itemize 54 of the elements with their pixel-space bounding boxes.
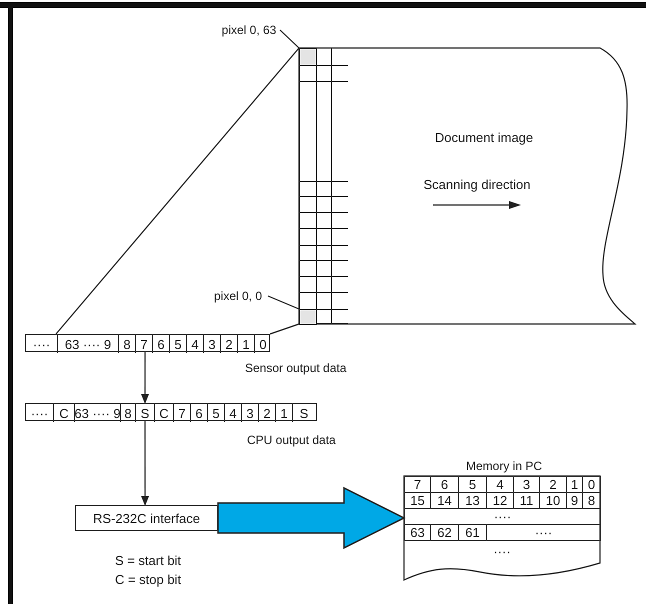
projection-line <box>270 323 300 335</box>
pixel-cell <box>299 309 317 325</box>
block-arrow <box>217 486 406 550</box>
bit-cell: 5 <box>207 404 224 422</box>
table-heading: Memory in PC <box>464 458 543 474</box>
data-register <box>25 334 270 352</box>
bit-cell: C <box>154 404 173 422</box>
bit-cell: 6 <box>190 404 207 422</box>
bit-cell: 6 <box>152 335 169 353</box>
direction-label: Scanning direction <box>422 176 532 192</box>
bit-cell: ···· <box>26 404 53 422</box>
bit-cell: ···· <box>26 335 57 353</box>
bit-cell: 7 <box>173 404 190 422</box>
memory-cell: 0 <box>582 476 601 493</box>
arrow <box>141 421 150 506</box>
bit-cell: 8 <box>118 335 135 353</box>
document-sheet <box>299 48 636 324</box>
memory-cell: ···· <box>486 524 601 541</box>
bit-cell: 2 <box>220 335 237 353</box>
legend-note: C = stop bit <box>114 571 182 587</box>
pixel-label: pixel 0, 0 <box>208 288 268 304</box>
pixel-cell <box>299 48 317 66</box>
interface-box: RS-232C interface <box>75 505 218 531</box>
pixel-label: pixel 0, 63 <box>218 22 280 38</box>
memory-cell: 63 <box>404 524 431 541</box>
sheet-label: Document image <box>434 128 534 146</box>
memory-cell: ···· <box>404 540 600 562</box>
data-caption: Sensor output data <box>245 360 348 376</box>
bit-cell: 2 <box>258 404 275 422</box>
bit-cell: 3 <box>203 335 220 353</box>
bit-cell: 8 <box>120 404 135 422</box>
bit-cell: 1 <box>237 335 254 353</box>
bit-cell: 0 <box>254 335 271 353</box>
bit-cell: C <box>53 404 74 422</box>
bit-cell: S <box>292 404 315 422</box>
bit-cell: 63 ···· 9 <box>57 335 118 353</box>
arrow <box>141 352 150 404</box>
projection-line <box>56 48 300 334</box>
bit-cell: 4 <box>224 404 241 422</box>
bit-cell: 4 <box>186 335 203 353</box>
memory-cell: 7 <box>404 476 431 493</box>
bit-cell: 3 <box>241 404 258 422</box>
bit-cell: 7 <box>135 335 152 353</box>
bit-cell: 1 <box>275 404 292 422</box>
data-caption: CPU output data <box>247 432 337 448</box>
bit-cell: 5 <box>169 335 186 353</box>
bit-cell: 63 ···· 9 <box>74 404 120 422</box>
legend-note: S = start bit <box>114 552 182 568</box>
bit-cell: S <box>135 404 154 422</box>
memory-cell: ···· <box>404 508 601 525</box>
data-register <box>25 403 317 421</box>
leader-line <box>268 295 300 310</box>
leader-line <box>280 30 300 48</box>
sensor-array <box>299 48 348 324</box>
